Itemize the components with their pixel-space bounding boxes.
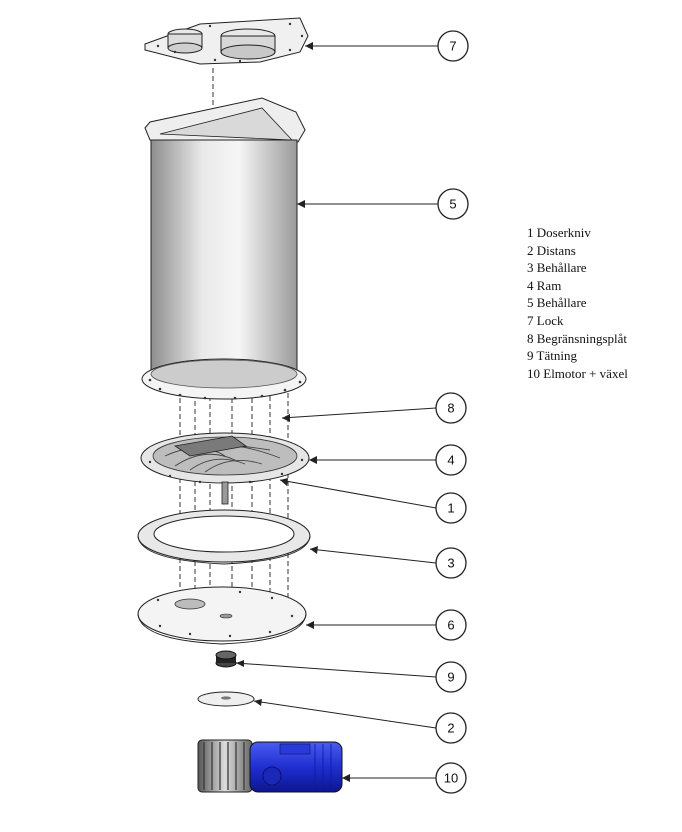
svg-text:9: 9 — [447, 670, 454, 685]
svg-text:7: 7 — [449, 39, 456, 54]
part-container-cylinder — [141, 97, 307, 400]
legend-item: 9 Tätning — [527, 348, 577, 364]
part-seal — [215, 650, 237, 668]
legend-item: 5 Behållare — [527, 295, 587, 311]
svg-text:1: 1 — [447, 501, 454, 516]
svg-text:8: 8 — [447, 401, 454, 416]
legend-item: 2 Distans — [527, 242, 576, 258]
assembly-axis-lines — [179, 68, 289, 614]
svg-text:4: 4 — [447, 453, 454, 468]
leader-lines — [235, 45, 438, 779]
callout-1: 1 — [435, 492, 467, 524]
svg-text:3: 3 — [447, 556, 454, 571]
parts-legend: 1 Doserkniv 2 Distans 3 Behållare 4 Ram … — [527, 224, 628, 382]
legend-item: 10 Elmotor + växel — [527, 365, 628, 381]
part-motor-gearbox — [197, 739, 343, 793]
svg-text:2: 2 — [447, 721, 454, 736]
callout-4: 4 — [435, 444, 467, 476]
legend-item: 1 Doserkniv — [527, 225, 591, 240]
callout-markers: 7 5 8 4 1 3 6 9 2 10 — [435, 30, 469, 794]
callout-7: 7 — [437, 30, 469, 62]
legend-item: 7 Lock — [527, 312, 564, 328]
callout-2: 2 — [435, 712, 467, 744]
svg-text:6: 6 — [447, 618, 454, 633]
part-spacer — [197, 691, 255, 707]
callout-9: 9 — [435, 661, 467, 693]
leader-arrowheads — [236, 42, 350, 782]
legend-item: 8 Begränsningsplåt — [527, 330, 628, 346]
svg-text:10: 10 — [444, 771, 458, 786]
callout-6: 6 — [435, 609, 467, 641]
svg-text:5: 5 — [449, 197, 456, 212]
legend-item: 4 Ram — [527, 277, 562, 293]
callout-10: 10 — [435, 762, 467, 794]
callout-8: 8 — [435, 392, 467, 424]
callout-5: 5 — [437, 188, 469, 220]
part-ring — [137, 509, 311, 565]
legend-item: 3 Behållare — [527, 260, 587, 276]
part-lid — [144, 17, 309, 65]
part-base-plate — [137, 586, 307, 645]
callout-3: 3 — [435, 547, 467, 579]
part-frame-with-knife — [140, 432, 310, 505]
